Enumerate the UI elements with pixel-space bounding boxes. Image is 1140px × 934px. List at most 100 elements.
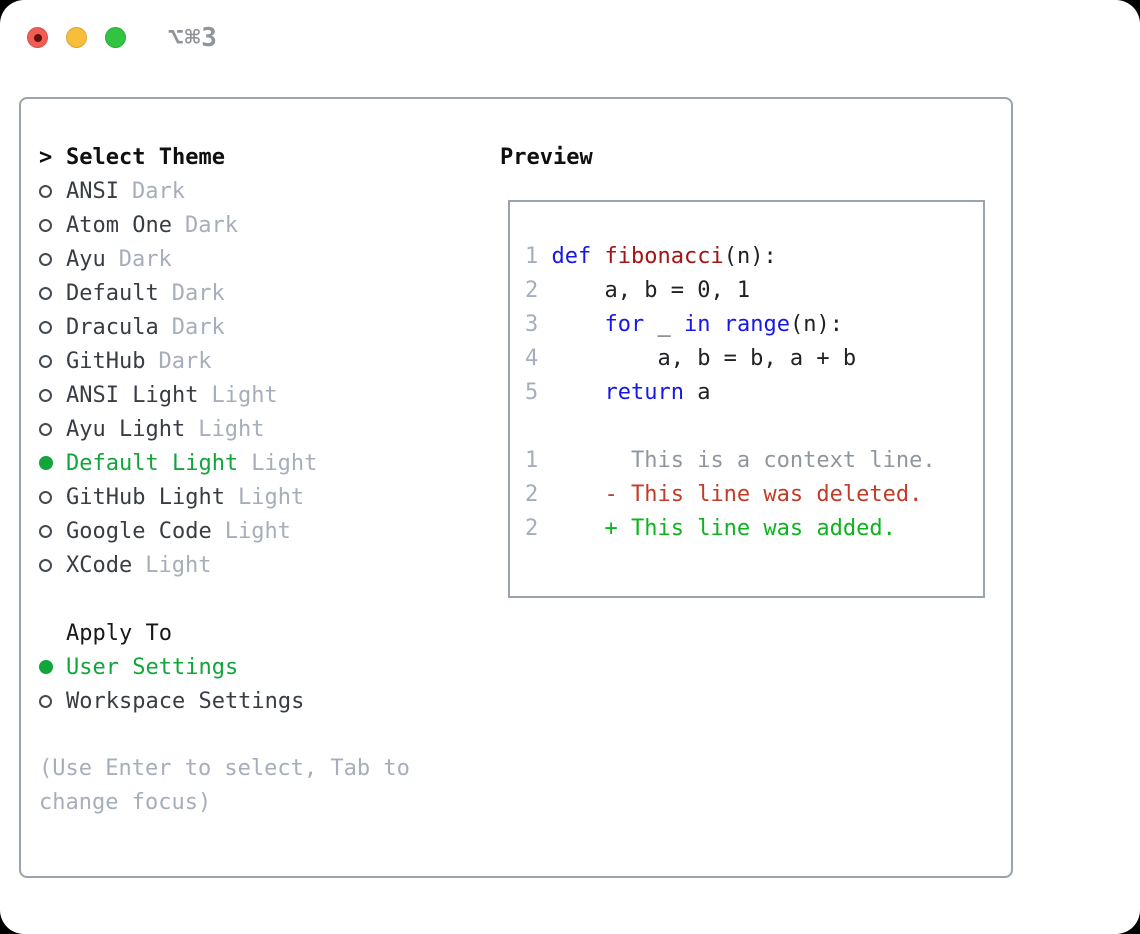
- radio-icon: [39, 524, 66, 538]
- code-token-plain: a, b = 0, 1: [551, 278, 751, 303]
- code-token-plain: [552, 380, 605, 405]
- code-token-num: 4: [525, 346, 552, 371]
- code-line: 4 a, b = b, a + b: [525, 342, 975, 376]
- spacer: [39, 582, 486, 616]
- code-token-plain: [710, 312, 723, 337]
- code-token-plain: [591, 244, 604, 269]
- apply-option[interactable]: User Settings: [39, 650, 486, 684]
- theme-option-name: GitHub Light: [66, 484, 225, 510]
- spacer: [39, 718, 486, 752]
- theme-option-variant-tag: Dark: [171, 314, 225, 340]
- theme-option-variant-tag: Dark: [118, 246, 172, 272]
- radio-circle: [39, 252, 52, 266]
- theme-option-variant-tag: Light: [198, 416, 265, 442]
- radio-icon: [39, 694, 66, 708]
- prompt-icon: >: [39, 144, 53, 170]
- code-token-ctx: This is a context line.: [551, 448, 936, 473]
- radio-icon: [39, 422, 66, 436]
- preview-section: Preview 1 def fibonacci(n):2 a, b = 0, 1…: [486, 140, 1011, 876]
- code-token-num: 1: [525, 244, 552, 269]
- code-token-del: - This line was deleted.: [551, 482, 923, 507]
- radio-circle: [39, 354, 52, 368]
- code-token-plain: (n):: [723, 244, 777, 269]
- radio-icon: [39, 490, 66, 504]
- theme-option-name: Ayu Light: [66, 416, 186, 442]
- theme-option[interactable]: ANSI Dark: [39, 174, 486, 208]
- code-line: 2 - This line was deleted.: [525, 478, 975, 512]
- radio-selected-dot: [39, 456, 53, 470]
- radio-icon: [39, 184, 66, 198]
- code-line: 2 a, b = 0, 1: [525, 274, 975, 308]
- radio-icon: [39, 218, 66, 232]
- code-token-plain: _: [644, 312, 684, 337]
- radio-icon: [39, 558, 66, 572]
- titlebar: ⌥⌘3: [0, 0, 1140, 53]
- theme-option[interactable]: GitHub Light Light: [39, 480, 486, 514]
- theme-option-name: XCode: [66, 552, 133, 578]
- code-token-num: 2: [525, 516, 552, 541]
- theme-option[interactable]: XCode Light: [39, 548, 486, 582]
- window-title: ⌥⌘3: [168, 22, 218, 53]
- code-token-plain: (n):: [789, 312, 843, 337]
- zoom-button[interactable]: [105, 27, 126, 48]
- apply-option-name: User Settings: [66, 654, 239, 680]
- theme-option[interactable]: Ayu Light Light: [39, 412, 486, 446]
- theme-option-name: Google Code: [66, 518, 212, 544]
- theme-option-variant-tag: Light: [145, 552, 212, 578]
- theme-option-name: GitHub: [66, 348, 146, 374]
- theme-option[interactable]: Atom One Dark: [39, 208, 486, 242]
- apply-to-title: Apply To: [66, 620, 172, 646]
- theme-option-variant-tag: Light: [211, 382, 278, 408]
- theme-option-name: Ayu: [66, 246, 106, 272]
- radio-circle: [39, 558, 52, 572]
- code-token-num: 5: [525, 380, 552, 405]
- radio-circle: [39, 524, 52, 538]
- close-button-active-dot: [33, 33, 42, 42]
- theme-option[interactable]: Ayu Dark: [39, 242, 486, 276]
- theme-option-name: ANSI: [66, 178, 119, 204]
- radio-icon: [39, 354, 66, 368]
- theme-option-variant-tag: Light: [237, 484, 305, 510]
- code-token-num: 2: [525, 278, 552, 303]
- theme-option-name: Default: [66, 280, 159, 306]
- radio-selected-icon: [39, 456, 66, 470]
- code-token-num: 1: [525, 448, 552, 473]
- code-token-add: + This line was added.: [551, 516, 896, 541]
- code-token-kw: range: [723, 312, 790, 337]
- minimize-button[interactable]: [66, 27, 87, 48]
- radio-selected-dot: [39, 660, 53, 674]
- theme-option-variant-tag: Dark: [131, 178, 185, 204]
- theme-option-name: Atom One: [66, 212, 172, 238]
- radio-selected-icon: [39, 660, 66, 674]
- code-token-kw: in: [683, 312, 711, 337]
- code-token-num: 3: [525, 312, 552, 337]
- close-button[interactable]: [27, 27, 48, 48]
- radio-circle: [39, 490, 52, 504]
- select-theme-title: Select Theme: [66, 144, 225, 170]
- code-line: [525, 410, 975, 444]
- radio-circle: [39, 218, 52, 232]
- radio-circle: [39, 320, 52, 334]
- select-theme-header: > Select Theme: [39, 140, 486, 174]
- radio-circle: [39, 422, 52, 436]
- apply-option[interactable]: Workspace Settings: [39, 684, 486, 718]
- apply-to-header: Apply To: [39, 616, 486, 650]
- radio-circle: [39, 184, 52, 198]
- code-token-plain: a, b = b, a + b: [551, 346, 857, 371]
- theme-option-name: Default Light: [66, 450, 239, 476]
- code-line: 1 This is a context line.: [525, 444, 975, 478]
- prompt-marker: >: [39, 145, 66, 170]
- theme-option-variant-tag: Dark: [184, 212, 238, 238]
